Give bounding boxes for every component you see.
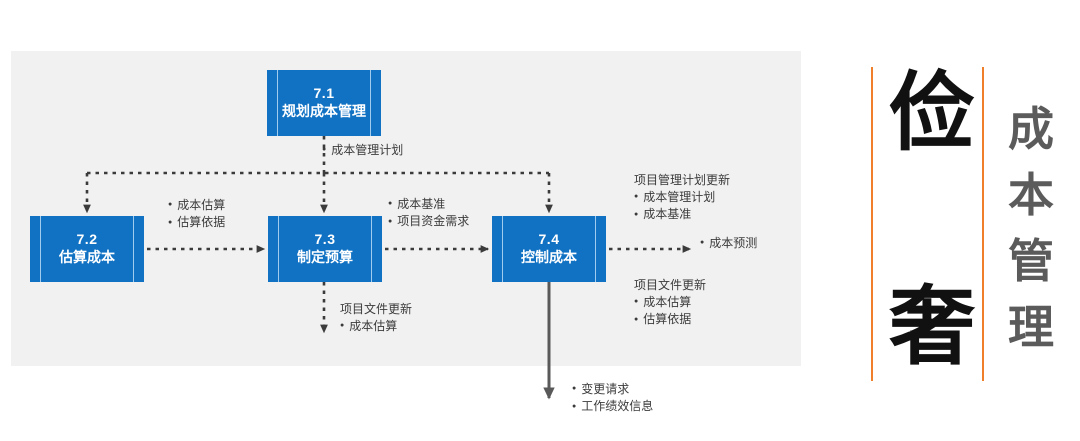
process-number: 7.1: [313, 85, 335, 102]
vertical-title-char: 本: [1008, 168, 1054, 222]
process-number: 7.2: [76, 231, 98, 248]
note-cost-baseline: 成本基准 项目资金需求: [388, 196, 469, 231]
process-number: 7.4: [538, 231, 560, 248]
note-item: 成本基准: [634, 206, 730, 223]
note-cost-forecast: 成本预测: [700, 235, 757, 252]
note-header: 项目文件更新: [340, 302, 413, 316]
note-cost-estimates: 成本估算 估算依据: [168, 197, 225, 232]
vertical-title-char: 管: [1008, 234, 1054, 288]
note-header: 项目管理计划更新: [634, 173, 731, 187]
process-box-7-4[interactable]: 7.4 控制成本: [492, 216, 606, 282]
process-name: 规划成本管理: [282, 103, 366, 119]
vertical-title-char: 成: [1008, 102, 1054, 156]
note-header: 项目文件更新: [634, 278, 707, 292]
note-item: 项目资金需求: [388, 213, 469, 230]
note-item: 估算依据: [168, 214, 225, 231]
note-project-doc-updates-74: 项目文件更新 成本估算 估算依据: [634, 277, 706, 329]
process-number: 7.3: [314, 231, 336, 248]
note-item: 估算依据: [634, 311, 706, 328]
process-box-7-2[interactable]: 7.2 估算成本: [30, 216, 144, 282]
note-item: 成本基准: [388, 196, 469, 213]
note-item: 成本管理计划: [322, 142, 403, 159]
note-item: 成本估算: [168, 197, 225, 214]
note-pm-plan-updates: 项目管理计划更新 成本管理计划 成本基准: [634, 172, 730, 224]
note-project-doc-updates-73: 项目文件更新 成本估算: [340, 301, 412, 335]
accent-rule-right: [982, 67, 984, 381]
note-item: 成本预测: [700, 235, 757, 252]
note-item: 工作绩效信息: [572, 398, 653, 415]
note-item: 成本估算: [340, 318, 412, 335]
vertical-title-char: 理: [1008, 300, 1054, 354]
process-box-7-1[interactable]: 7.1 规划成本管理: [267, 70, 381, 136]
calligraphy-char-2: 奢: [889, 277, 975, 377]
note-item: 变更请求: [572, 381, 653, 398]
note-bottom-outputs: 变更请求 工作绩效信息: [572, 381, 653, 416]
note-cost-management-plan: 成本管理计划: [322, 142, 403, 159]
process-name: 估算成本: [59, 249, 115, 265]
note-item: 成本估算: [634, 294, 706, 311]
process-name: 控制成本: [521, 249, 577, 265]
process-box-7-3[interactable]: 7.3 制定预算: [268, 216, 382, 282]
vertical-title: 成 本 管 理: [1000, 96, 1062, 360]
accent-rule-left: [871, 67, 873, 381]
process-name: 制定预算: [297, 249, 353, 265]
calligraphy-char-1: 俭: [889, 63, 975, 163]
note-item: 成本管理计划: [634, 189, 730, 206]
